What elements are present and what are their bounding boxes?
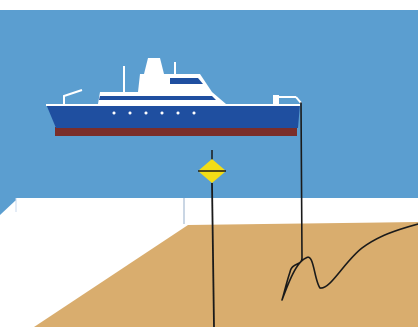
bridge-windows <box>170 78 203 84</box>
hull-bottom <box>55 127 297 136</box>
deckhouse-lower-band <box>99 96 216 100</box>
back-wall-strip <box>16 198 418 225</box>
ceiling-shadow <box>0 0 16 10</box>
hull <box>46 104 300 128</box>
left-wall <box>0 0 16 215</box>
